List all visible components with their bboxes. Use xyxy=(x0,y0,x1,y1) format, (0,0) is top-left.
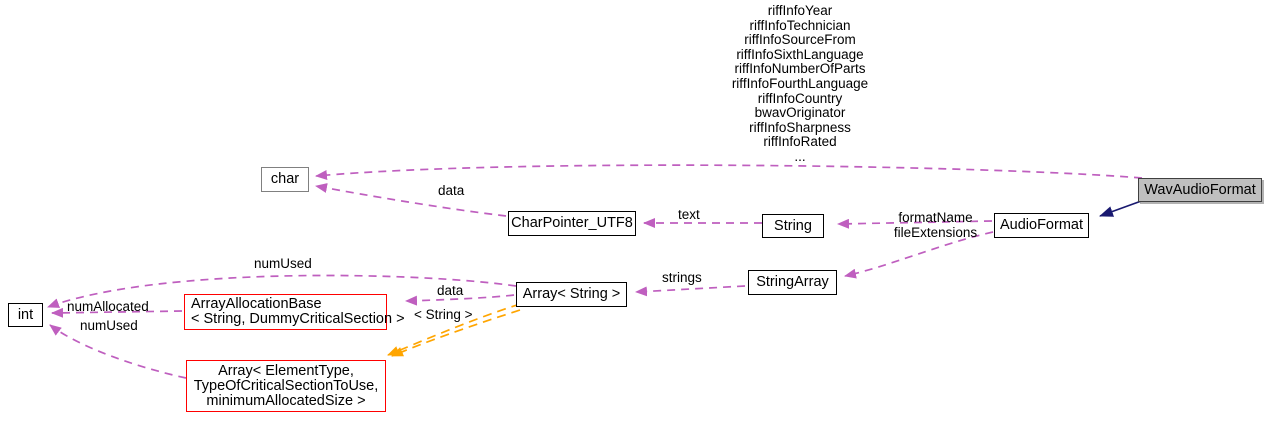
node-label-int: int xyxy=(17,306,34,323)
edge-arraystring-to-int-numused xyxy=(47,274,517,308)
edge-arraystring-template-instantiation xyxy=(387,303,521,356)
edge-audioformat-to-stringarray-fileextensions xyxy=(844,231,994,279)
edge-label-num-used-top: numUsed xyxy=(254,256,312,271)
node-char[interactable]: char xyxy=(261,167,309,192)
node-label-array-element-type: Array< ElementType, TypeOfCriticalSectio… xyxy=(193,362,379,409)
node-wav-audio-format[interactable]: WavAudioFormat xyxy=(1138,178,1262,202)
edge-label-text: text xyxy=(678,207,700,222)
edge-label-string-template: < String > xyxy=(414,307,473,322)
riff-attributes-label: riffInfoYear riffInfoTechnician riffInfo… xyxy=(731,3,869,164)
node-label-array-string: Array< String > xyxy=(522,286,621,302)
edge-label-format-name-file-extensions: formatName fileExtensions xyxy=(893,210,978,240)
node-label-array-allocation-base: ArrayAllocationBase < String, DummyCriti… xyxy=(191,296,405,327)
node-array-allocation-base[interactable]: ArrayAllocationBase < String, DummyCriti… xyxy=(184,294,405,330)
node-label-wav-audio-format: WavAudioFormat xyxy=(1144,181,1256,198)
edge-arrayelementtype-to-int-numused xyxy=(49,324,187,379)
node-array-element-type[interactable]: Array< ElementType, TypeOfCriticalSectio… xyxy=(186,360,386,412)
edge-arrayallocationbase-template-instantiation xyxy=(391,309,521,357)
node-label-char: char xyxy=(270,171,300,187)
edge-label-data-char: data xyxy=(438,183,465,198)
edge-charpointer-to-char-data xyxy=(315,183,507,217)
edge-label-data-array: data xyxy=(437,283,464,298)
node-char-pointer-utf8[interactable]: CharPointer_UTF8 xyxy=(508,211,636,236)
node-label-audio-format: AudioFormat xyxy=(999,217,1083,233)
node-string-array[interactable]: StringArray xyxy=(748,270,837,295)
node-label-string-array: StringArray xyxy=(756,274,829,290)
edge-label-num-used-bottom: numUsed xyxy=(80,318,138,333)
node-int[interactable]: int xyxy=(8,303,43,327)
edge-audioformat-to-string-formatname xyxy=(837,218,993,229)
edge-char-to-wavaudioformat xyxy=(315,164,1143,181)
edge-label-strings: strings xyxy=(662,270,702,285)
edge-stringarray-to-arraystring-strings xyxy=(635,285,746,297)
node-string[interactable]: String xyxy=(762,214,824,238)
edge-arrayallocationbase-to-int-numallocated xyxy=(51,307,183,318)
edge-label-num-allocated: numAllocated xyxy=(67,299,149,314)
node-label-string: String xyxy=(774,217,812,234)
node-audio-format[interactable]: AudioFormat xyxy=(994,213,1089,238)
node-array-string[interactable]: Array< String > xyxy=(516,282,627,307)
node-label-char-pointer-utf8: CharPointer_UTF8 xyxy=(511,215,633,231)
edge-wav-to-audioformat-inheritance xyxy=(1099,199,1145,217)
